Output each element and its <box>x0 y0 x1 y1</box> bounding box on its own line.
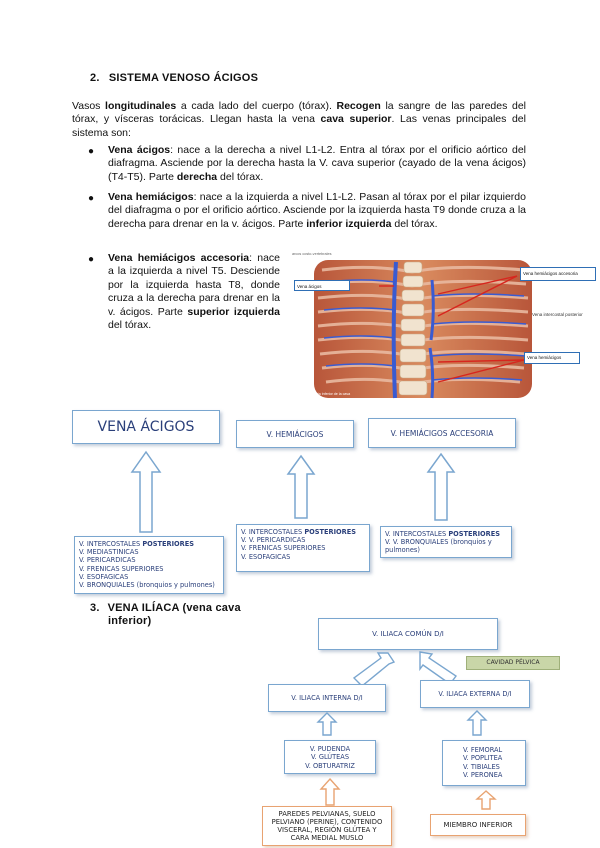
arrow-up-icon <box>286 454 316 520</box>
azygos-anatomy-figure: arcos costo-vertebrales Vena ácigos Vena… <box>292 252 600 400</box>
list-acigos-tributaries: V. INTERCOSTALES POSTERIORES V. MEDIASTI… <box>74 536 224 594</box>
list-item: V. ESOFAGICAS <box>79 573 219 581</box>
figure-label-azygos: Vena ácigos <box>294 280 350 291</box>
list-item: V. PERONEA <box>463 771 525 779</box>
bullet-icon: ● <box>88 146 94 157</box>
box-miembro-inferior: MIEMBRO INFERIOR <box>430 814 526 836</box>
list-externa-tributaries: V. FEMORAL V. POPLITEA V. TIBIALES V. PE… <box>442 740 526 786</box>
section-title: SISTEMA VENOSO ÁCIGOS <box>109 72 258 84</box>
figure-label-intercostal: Vena intercostal posterior <box>532 312 583 317</box>
arrow-up-icon <box>476 790 496 810</box>
list-item: V. INTERCOSTALES POSTERIORES <box>241 528 365 536</box>
list-item: V. FEMORAL <box>463 746 525 754</box>
box-iliaca-interna: V. ILIACA INTERNA D/I <box>268 684 386 712</box>
list-interna-tributaries: V. PUDENDA V. GLÚTEAS V. OBTURATRIZ <box>284 740 376 774</box>
section-number: 2. <box>90 72 100 84</box>
label-cavidad-pelvica: CAVIDAD PÉLVICA <box>466 656 560 670</box>
bullet-hemiazygos: Vena hemiácigos: nace a la izquierda a n… <box>108 191 526 231</box>
figure-label-bottom: vía inferior de la cava <box>316 392 350 396</box>
list-item: V. TIBIALES <box>463 763 525 771</box>
list-item: V. INTERCOSTALES POSTERIORES <box>79 540 219 548</box>
list-hemiacigos-tributaries: V. INTERCOSTALES POSTERIORES V. V. PERIC… <box>236 524 370 572</box>
intro-paragraph: Vasos longitudinales a cada lado del cue… <box>72 100 526 140</box>
list-item: V. FRENICAS SUPERIORES <box>79 565 219 573</box>
box-vena-acigos: VENA ÁCIGOS <box>72 410 220 444</box>
list-item: V. PERICARDICAS <box>79 556 219 564</box>
bullet-accessory-hemiazygos: Vena hemiácigos accesoria: nace a la izq… <box>108 252 280 332</box>
list-item: V. INTERCOSTALES POSTERIORES <box>385 530 507 538</box>
list-item: V. BRONQUIALES (bronquios y pulmones) <box>79 581 219 589</box>
list-item: V. POPLITEA <box>463 754 525 762</box>
section-number: 3. <box>90 602 100 614</box>
section-title-continued: inferior) <box>108 615 241 628</box>
list-item: V. GLÚTEAS <box>289 753 371 761</box>
section-2-heading: 2. SISTEMA VENOSO ÁCIGOS <box>90 72 258 84</box>
arrow-up-icon <box>320 778 340 806</box>
figure-label-accessory: Vena hemiácigos accesoria <box>520 267 596 281</box>
arrow-up-icon <box>130 450 162 534</box>
list-item: V. V. BRONQUIALES (bronquios y pulmones) <box>385 538 507 554</box>
section-title: VENA ILÍACA (vena cava <box>108 602 241 614</box>
box-iliaca-comun: V. ILIACA COMÚN D/I <box>318 618 498 650</box>
arrow-up-icon <box>467 710 487 736</box>
bullet-azygos: Vena ácigos: nace a la derecha a nivel L… <box>108 144 526 184</box>
bullet-icon: ● <box>88 193 94 204</box>
box-paredes-pelvianas: PAREDES PELVIANAS, SUELO PELVIANO (PERIN… <box>262 806 392 846</box>
box-v-hemiacigos-accesoria: V. HEMIÁCIGOS ACCESORIA <box>368 418 516 448</box>
figure-label-top: arcos costo-vertebrales <box>292 252 331 256</box>
figure-label-hemiazygos: Vena hemiácigos <box>524 352 580 364</box>
bullet-icon: ● <box>88 254 94 265</box>
list-item: V. ESOFAGICAS <box>241 553 365 561</box>
arrow-up-icon <box>426 452 456 522</box>
list-item: V. FRENICAS SUPERIORES <box>241 544 365 552</box>
list-item: V. V. PERICARDICAS <box>241 536 365 544</box>
box-iliaca-externa: V. ILIACA EXTERNA D/I <box>420 680 530 708</box>
list-accesoria-tributaries: V. INTERCOSTALES POSTERIORES V. V. BRONQ… <box>380 526 512 558</box>
list-item: V. OBTURATRIZ <box>289 762 371 770</box>
arrow-up-icon <box>317 712 337 736</box>
section-3-heading: 3. VENA ILÍACA (vena cava inferior) <box>90 602 241 628</box>
list-item: V. MEDIASTINICAS <box>79 548 219 556</box>
box-v-hemiacigos: V. HEMIÁCIGOS <box>236 420 354 448</box>
